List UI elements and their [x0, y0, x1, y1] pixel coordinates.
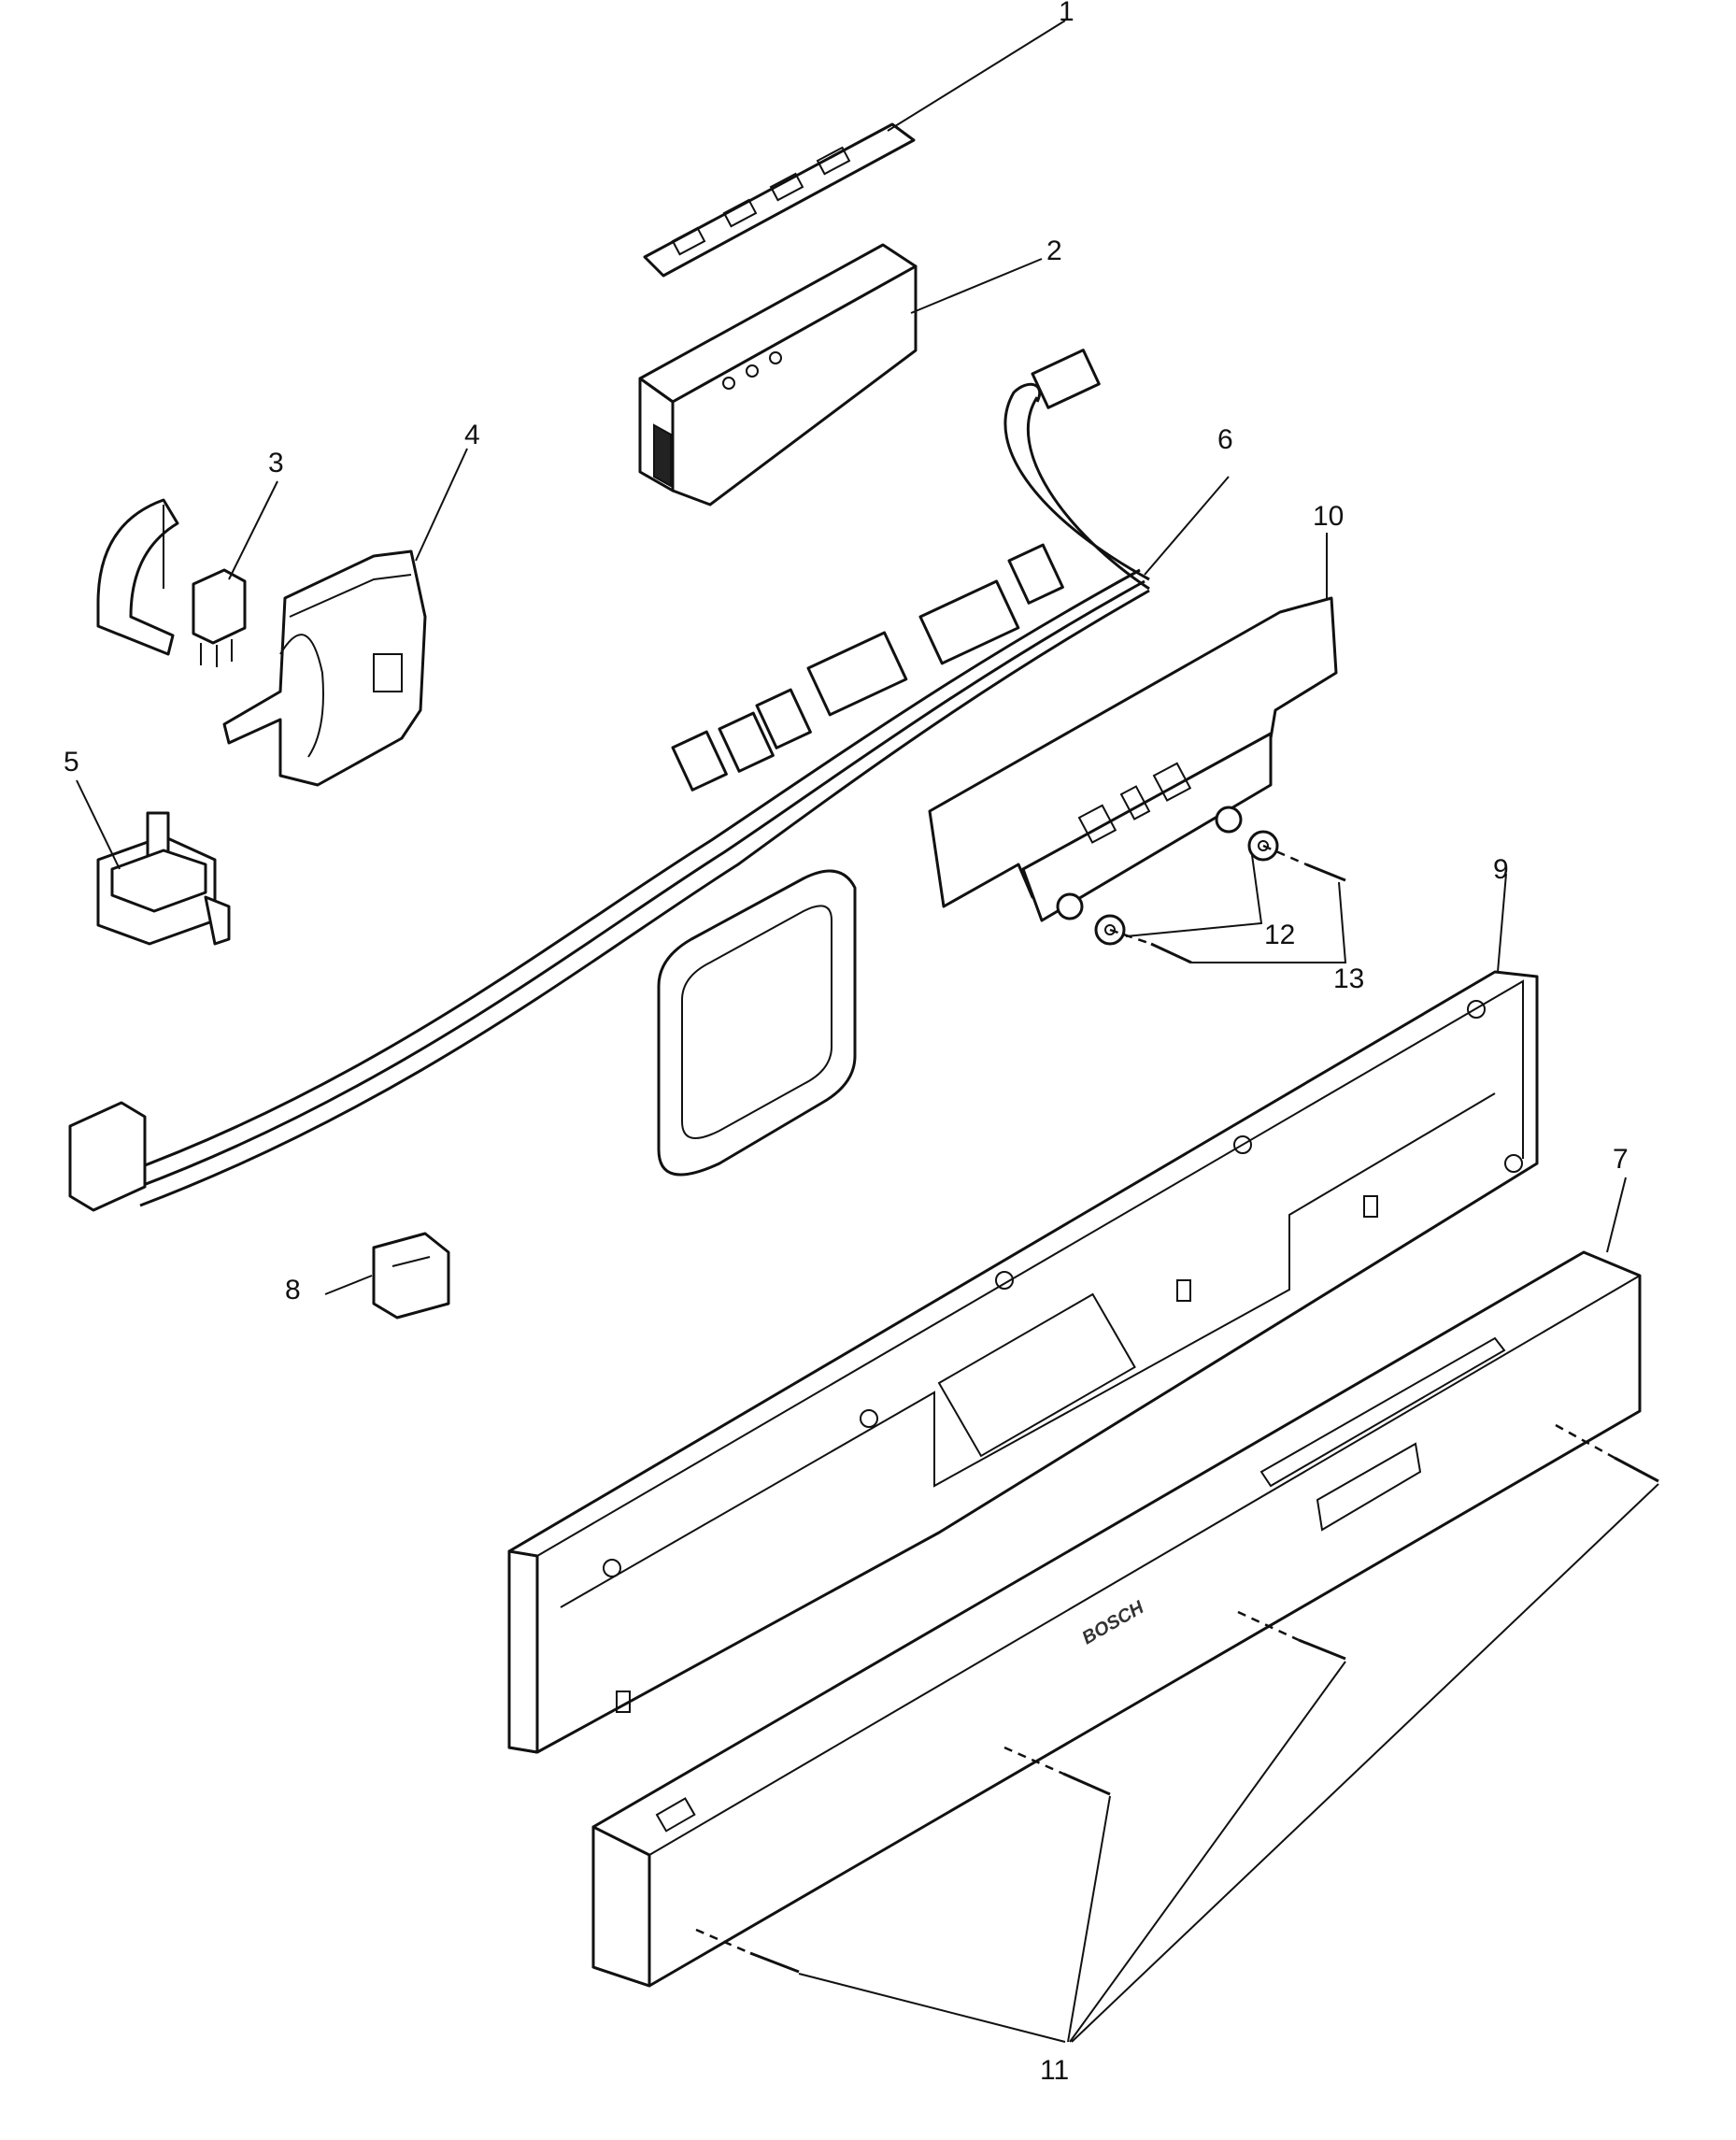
callout-3: 3: [268, 448, 284, 478]
part-9-inner-panel: [507, 970, 1539, 1754]
callout-5: 5: [64, 747, 79, 778]
part-8-knob: [372, 1232, 450, 1320]
callout-13: 13: [1333, 963, 1364, 994]
callout-9: 9: [1493, 854, 1509, 885]
leader-lines: [76, 20, 1659, 2043]
callout-6: 6: [1217, 424, 1233, 455]
callouts: 1 2 3 4 5 6 7 8 9 10 11 12 13: [64, 0, 1629, 2086]
part-5-selector-switch: [96, 811, 231, 946]
part-7-front-panel: BOSCH: [591, 1250, 1642, 1988]
callout-4: 4: [464, 420, 480, 450]
part-cover-bracket: [96, 498, 179, 656]
callout-8: 8: [285, 1275, 301, 1305]
part-2-control-module: [638, 243, 918, 506]
part-4-switch-housing: [222, 549, 427, 787]
callout-12: 12: [1264, 920, 1295, 950]
callout-1: 1: [1059, 0, 1074, 27]
callout-2: 2: [1046, 235, 1062, 266]
part-display-frame: [657, 869, 857, 1177]
part-3-relay: [192, 568, 247, 667]
callout-7: 7: [1613, 1144, 1629, 1175]
callout-11: 11: [1040, 2055, 1069, 2086]
part-12-washers: [1094, 830, 1279, 946]
part-1-button-strip: [643, 122, 916, 278]
part-11-screws: [695, 1423, 1659, 1974]
callout-10: 10: [1313, 501, 1344, 532]
part-10-mounting-bracket: [928, 596, 1338, 922]
part-13-screws: [1109, 844, 1346, 964]
part-6-wire-harness: [68, 349, 1150, 1212]
